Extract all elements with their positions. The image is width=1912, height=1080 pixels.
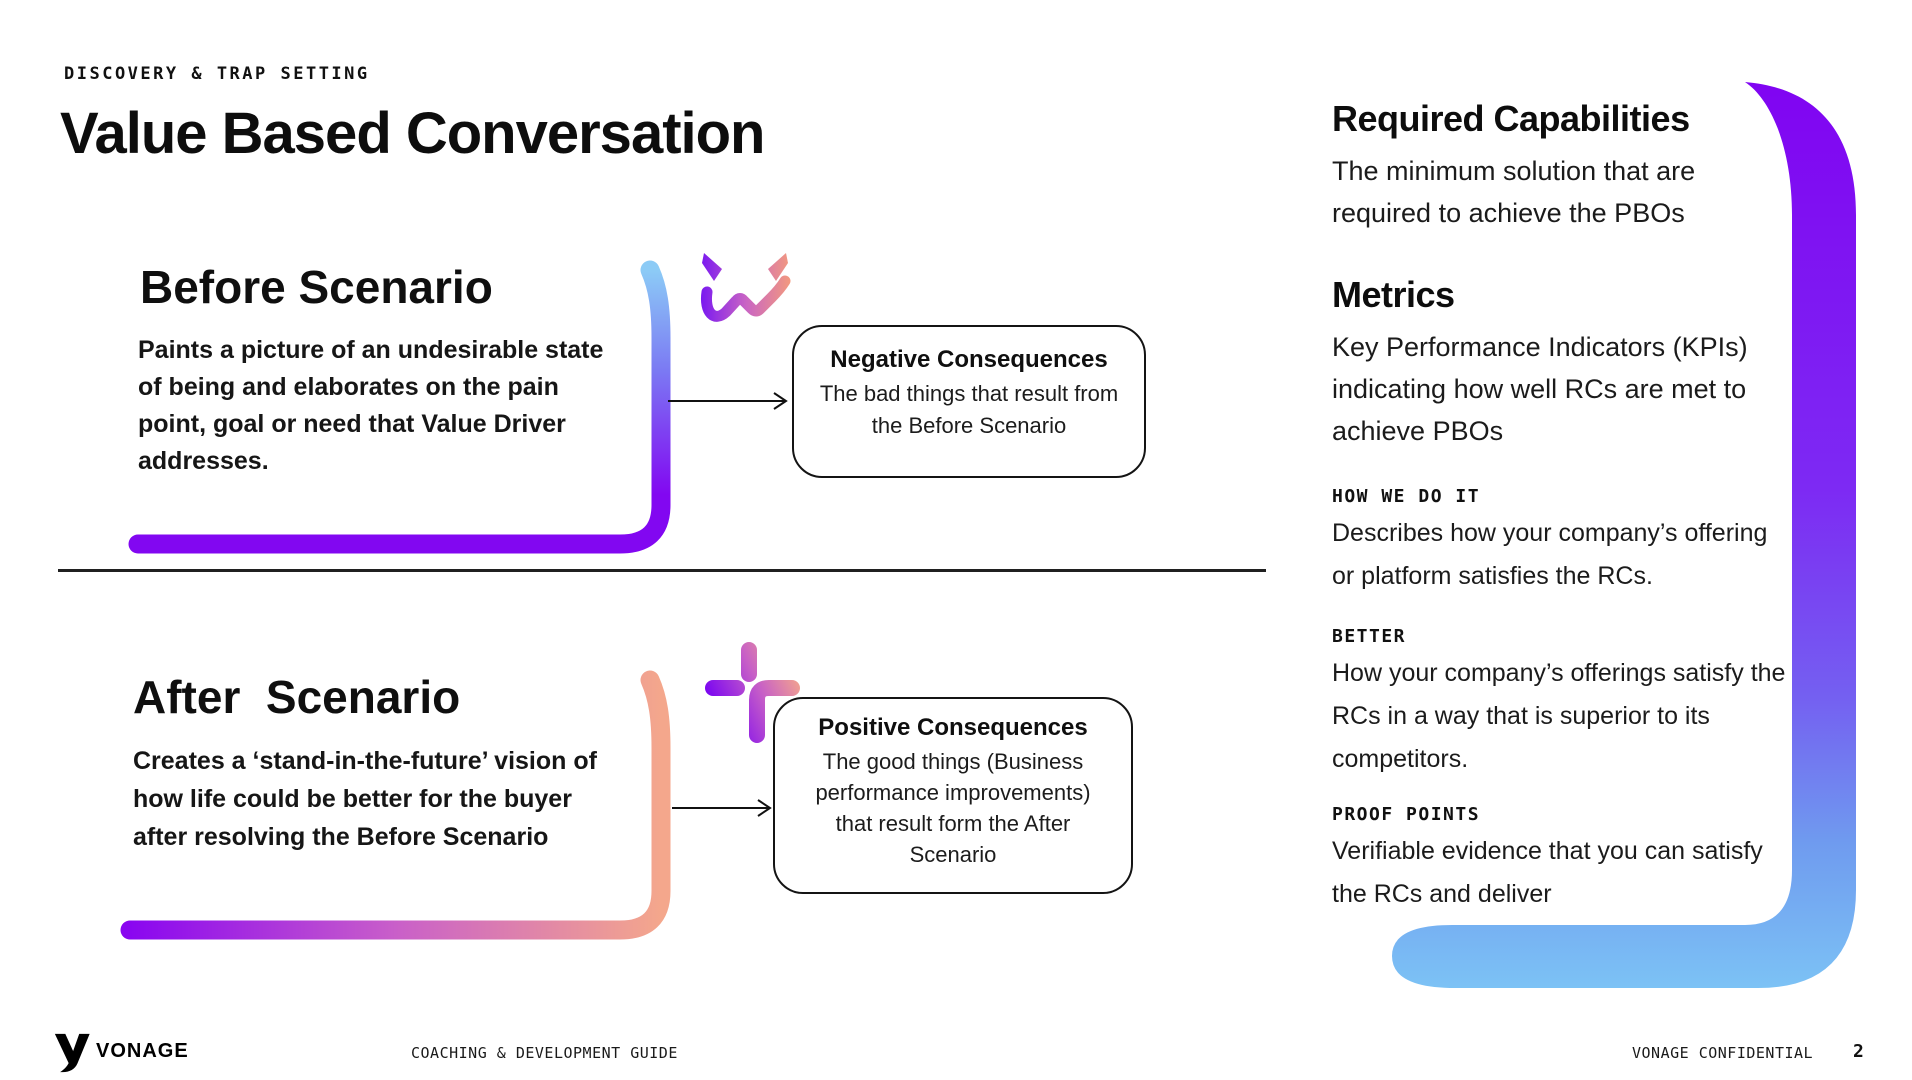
positive-consequences-body: The good things (Business performance im… (815, 749, 1091, 867)
before-scenario-body: Paints a picture of an undesirable state… (138, 336, 604, 475)
after-bracket-shape (120, 670, 671, 940)
metrics-body: Key Performance Indicators (KPIs) indica… (1332, 332, 1748, 446)
better-heading: BETTER (1332, 626, 1407, 647)
footer-confidential-label: VONAGE CONFIDENTIAL (1632, 1044, 1814, 1062)
negative-consequences-box: Negative Consequences The bad things tha… (792, 325, 1146, 478)
before-scenario-heading: Before Scenario (140, 261, 493, 313)
required-capabilities-body: The minimum solution that are required t… (1332, 156, 1696, 228)
positive-consequences-box: Positive Consequences The good things (B… (773, 697, 1133, 894)
metrics-heading: Metrics (1332, 274, 1455, 315)
after-arrow (672, 799, 772, 817)
plus-icon (705, 642, 800, 743)
devil-face-icon (700, 253, 791, 322)
right-panel-bracket-shape (1392, 82, 1856, 988)
proof-points-body: Verifiable evidence that you can satisfy… (1332, 837, 1763, 908)
positive-consequences-title: Positive Consequences (818, 714, 1088, 741)
page-title: Value Based Conversation (60, 101, 765, 166)
after-scenario-heading: After Scenario (133, 671, 461, 723)
before-bracket-shape (128, 260, 671, 554)
how-we-do-it-body: Describes how your company’s offering or… (1332, 519, 1768, 590)
eyebrow-label: DISCOVERY & TRAP SETTING (64, 64, 370, 84)
negative-consequences-title: Negative Consequences (830, 346, 1108, 373)
brand-wordmark: VONAGE (96, 1040, 189, 1062)
before-arrow (668, 392, 788, 410)
required-capabilities-heading: Required Capabilities (1332, 98, 1690, 139)
proof-points-heading: PROOF POINTS (1332, 804, 1481, 825)
section-divider (58, 569, 1266, 572)
better-body: How your company’s offerings satisfy the… (1332, 659, 1786, 773)
footer-guide-label: COACHING & DEVELOPMENT GUIDE (411, 1044, 678, 1062)
negative-consequences-body: The bad things that result from the Befo… (819, 381, 1119, 438)
after-scenario-body: Creates a ‘stand-in-the-future’ vision o… (133, 747, 597, 851)
vonage-v-logo (54, 1033, 90, 1073)
page-number: 2 (1853, 1041, 1864, 1062)
how-we-do-it-heading: HOW WE DO IT (1332, 486, 1481, 507)
